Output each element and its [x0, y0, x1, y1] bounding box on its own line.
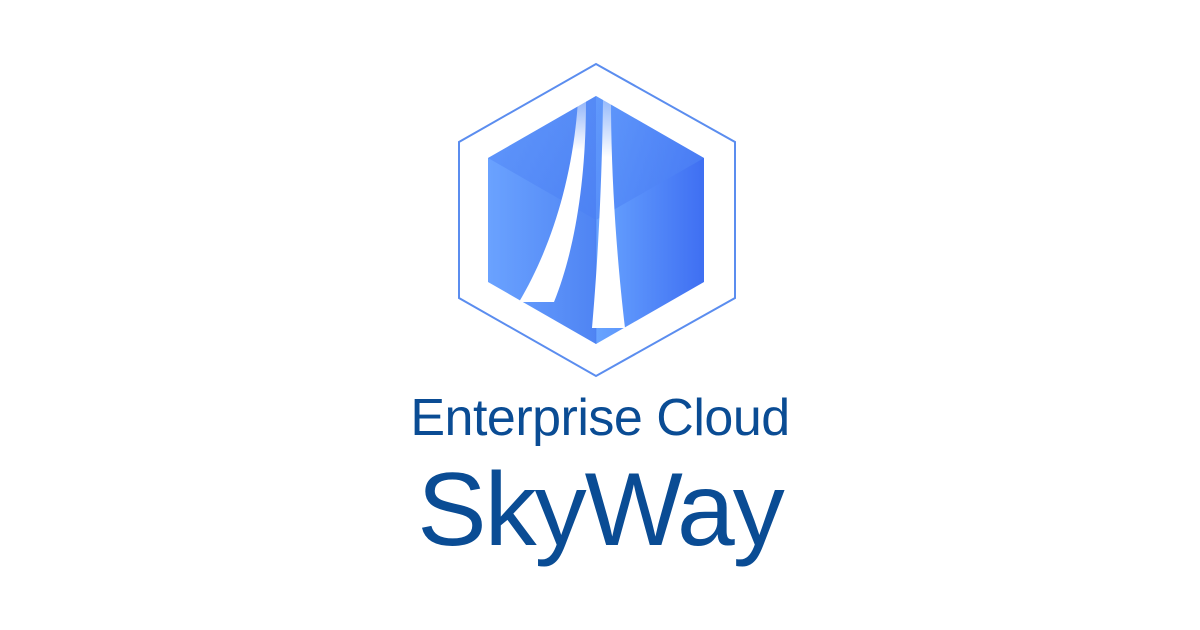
skyway-logo-icon	[458, 62, 736, 378]
brand-subtitle: Enterprise Cloud	[410, 389, 790, 447]
road-right-beam	[592, 100, 625, 328]
cube-top-face	[488, 96, 704, 220]
hexagon-outline	[458, 62, 736, 378]
brand-title: SkyWay	[417, 452, 785, 568]
road-left-beam	[519, 100, 586, 302]
